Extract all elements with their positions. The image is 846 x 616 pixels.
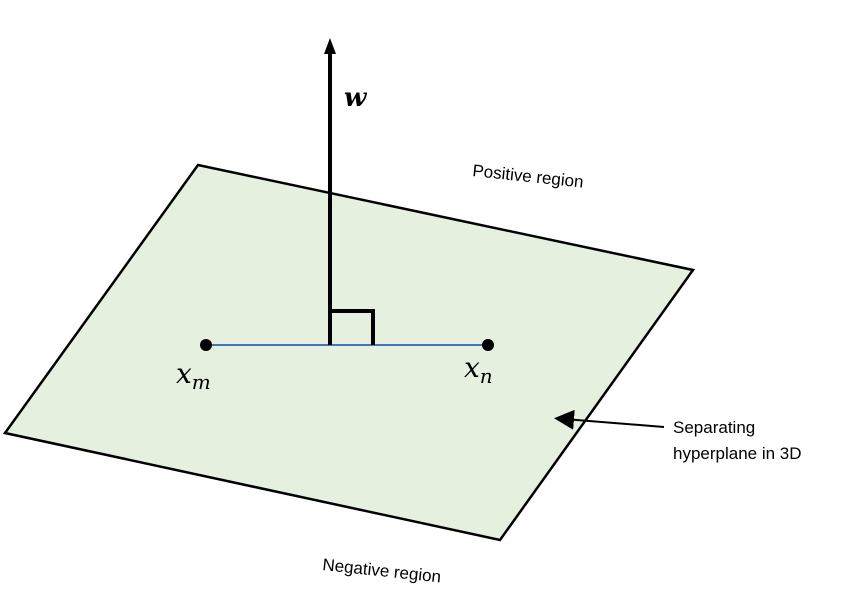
hyperplane bbox=[2, 163, 696, 542]
point-xn bbox=[482, 339, 494, 351]
annotation-arrow bbox=[554, 409, 665, 430]
plane-label-line1: Separating bbox=[673, 418, 755, 437]
vector-label: w bbox=[344, 83, 368, 113]
normal-vector-arrowhead bbox=[324, 38, 336, 54]
plane-label-line2: hyperplane in 3D bbox=[673, 444, 802, 463]
point-xm bbox=[200, 339, 212, 351]
negative-region-label: Negative region bbox=[322, 555, 442, 586]
positive-region-label: Positive region bbox=[472, 161, 585, 192]
label-xm: xm bbox=[176, 357, 211, 394]
label-xn: xn bbox=[464, 351, 493, 388]
right-angle-marker bbox=[330, 309, 375, 345]
